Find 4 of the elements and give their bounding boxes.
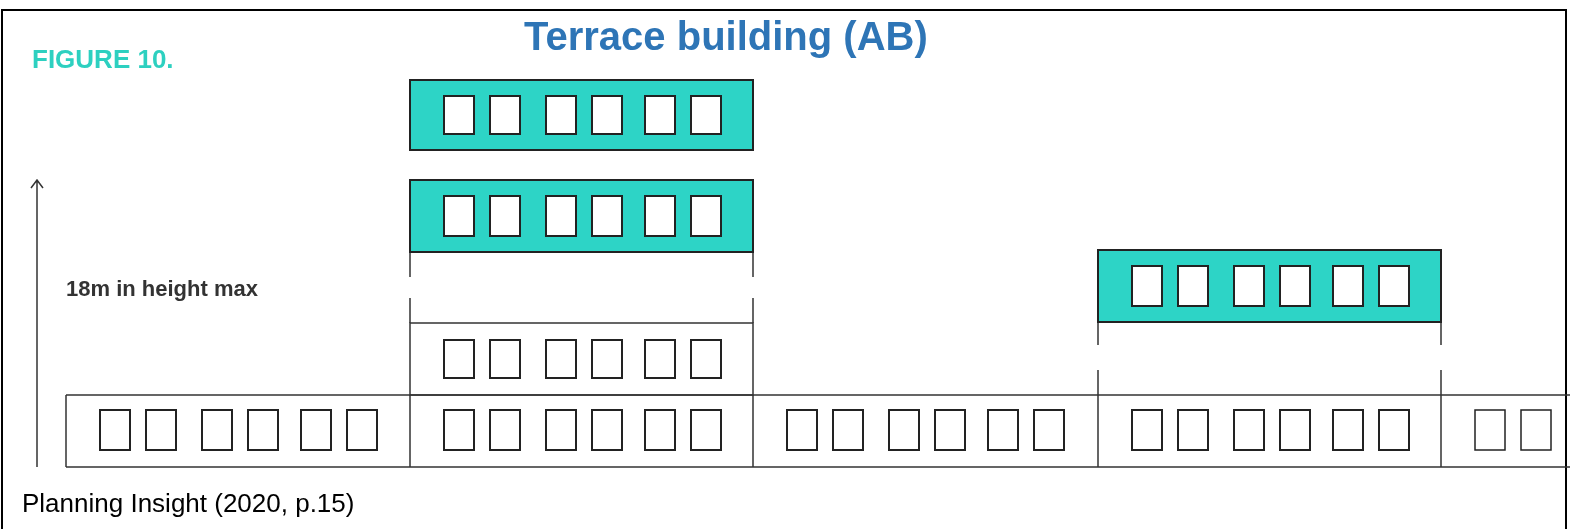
figure-label: FIGURE 10. — [32, 44, 174, 75]
height-limit-label: 18m in height max — [66, 276, 258, 302]
figure-title: Terrace building (AB) — [524, 14, 928, 59]
source-caption: Planning Insight (2020, p.15) — [22, 488, 355, 519]
